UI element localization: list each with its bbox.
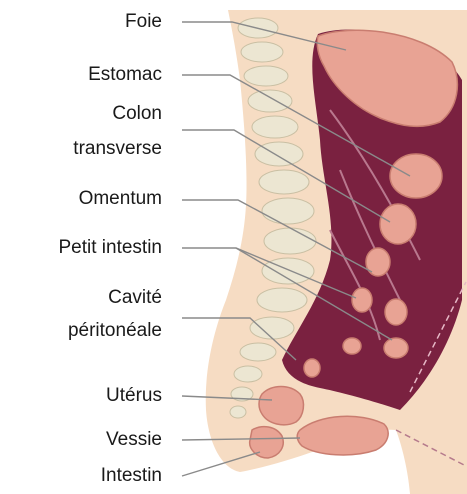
label-peritoneal-cavity-line2: péritonéale — [68, 320, 162, 342]
label-bladder: Vessie — [106, 429, 162, 451]
transverse-colon — [380, 204, 416, 244]
label-omentum: Omentum — [79, 188, 162, 210]
label-liver: Foie — [125, 11, 162, 33]
uterus — [259, 387, 303, 425]
label-stomach: Estomac — [88, 64, 162, 86]
stomach — [390, 154, 442, 198]
label-small-intestine: Petit intestin — [59, 237, 163, 259]
label-transverse-colon-line1: Colon — [112, 103, 162, 125]
label-uterus: Utérus — [106, 385, 162, 407]
label-transverse-colon-line2: transverse — [73, 138, 162, 160]
label-intestine: Intestin — [101, 465, 162, 487]
label-peritoneal-cavity-line1: Cavité — [108, 287, 162, 309]
